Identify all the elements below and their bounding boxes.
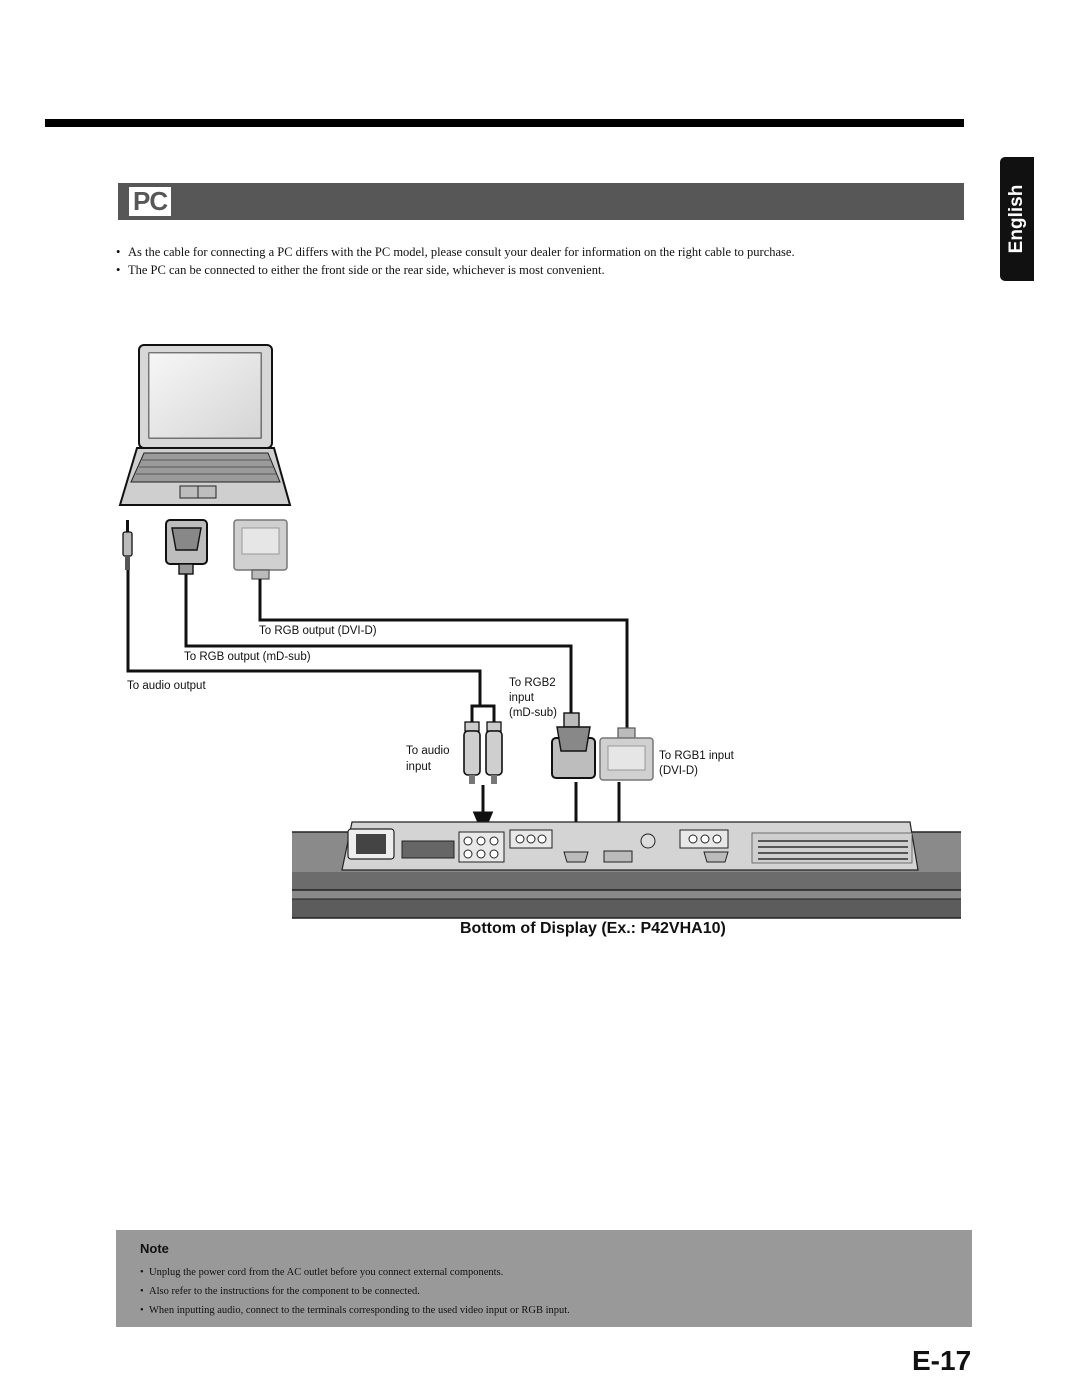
dvi-plug-icon (233, 519, 288, 580)
section-title: PC (129, 187, 172, 216)
rgb2-mdsub-plug-icon (551, 712, 596, 779)
cable-lines (126, 570, 629, 728)
laptop-illustration (118, 344, 292, 506)
label-rgb2-line2: input (509, 692, 534, 704)
intro-bullet-list: As the cable for connecting a PC differs… (116, 243, 966, 279)
rca-plug-icon (463, 721, 503, 784)
section-header-bar (118, 183, 964, 220)
rgb1-dvi-plug-icon (599, 727, 654, 781)
language-tab: English (1000, 157, 1034, 281)
note-item: Also refer to the instructions for the c… (140, 1282, 570, 1301)
label-audio-input-line2: input (406, 761, 431, 773)
note-item: When inputting audio, connect to the ter… (140, 1301, 570, 1320)
label-audio-input-line1: To audio (406, 745, 450, 757)
intro-bullet: As the cable for connecting a PC differs… (116, 243, 966, 261)
label-rgb2-line1: To RGB2 (509, 677, 556, 689)
page-number: E-17 (912, 1345, 972, 1376)
intro-bullet: The PC can be connected to either the fr… (116, 261, 966, 279)
label-rgb-output-mdsub: To RGB output (mD-sub) (184, 651, 311, 663)
display-bottom-panel (292, 821, 961, 919)
diagram-caption: Bottom of Display (Ex.: P42VHA10) (460, 920, 726, 937)
label-rgb-output-dvi: To RGB output (DVI-D) (259, 625, 377, 637)
label-rgb2-line3: (mD-sub) (509, 707, 557, 719)
mdsub-plug-icon (165, 519, 208, 575)
label-rgb1-line2: (DVI-D) (659, 765, 698, 777)
top-rule (45, 119, 964, 127)
note-list: Unplug the power cord from the AC outlet… (140, 1263, 570, 1320)
label-audio-output: To audio output (127, 680, 206, 692)
note-item: Unplug the power cord from the AC outlet… (140, 1263, 570, 1282)
note-title: Note (140, 1241, 169, 1256)
label-rgb1-line1: To RGB1 input (659, 750, 734, 762)
audio-mini-plug-icon (122, 520, 133, 570)
note-box: Note Unplug the power cord from the AC o… (116, 1230, 972, 1327)
